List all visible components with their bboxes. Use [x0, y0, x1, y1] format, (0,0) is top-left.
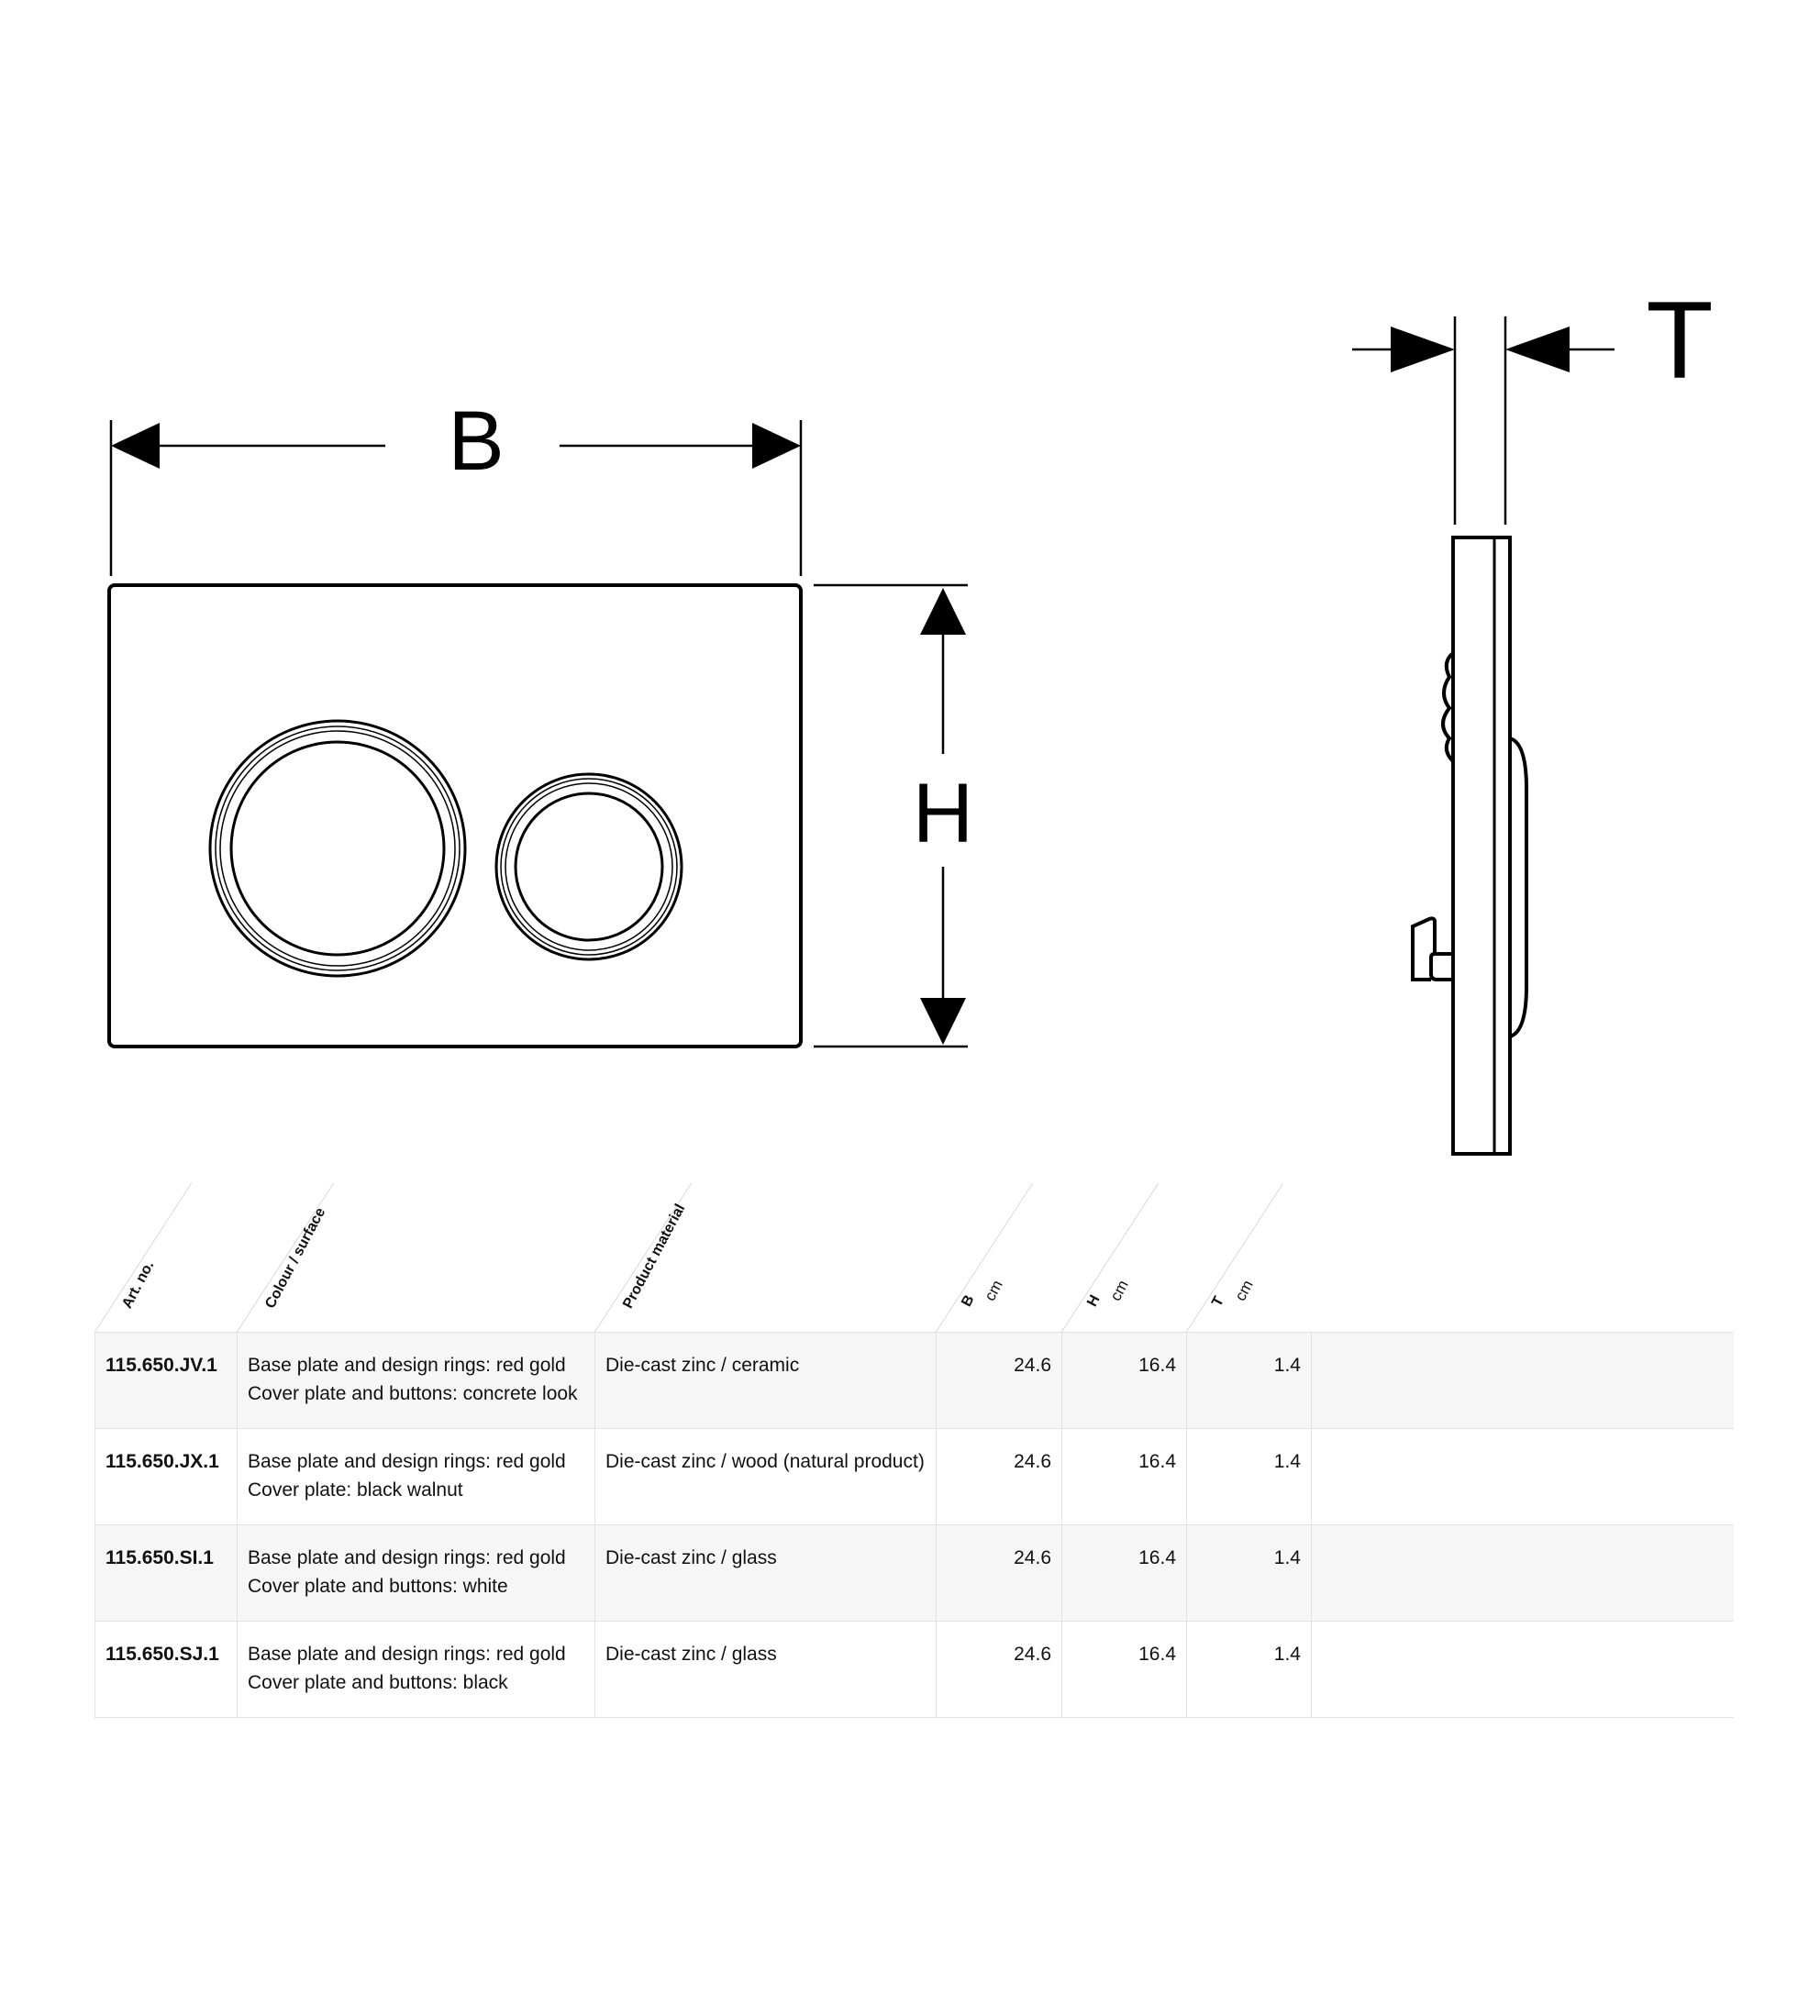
side-view	[1411, 536, 1528, 1156]
cell-art-no: 115.650.JX.1	[94, 1428, 238, 1525]
front-view	[107, 583, 803, 1048]
table-row: 115.650.JV.1 Base plate and design rings…	[94, 1332, 1734, 1429]
cell-b: 24.6	[936, 1428, 1062, 1525]
cell-product-material: Die-cast zinc / ceramic	[594, 1332, 937, 1429]
cell-t: 1.4	[1186, 1621, 1312, 1718]
dimension-t	[1352, 316, 1615, 525]
cell-product-material: Die-cast zinc / glass	[594, 1621, 937, 1718]
spec-table-body: 115.650.JV.1 Base plate and design rings…	[94, 1332, 1734, 1718]
table-row: 115.650.SJ.1 Base plate and design rings…	[94, 1621, 1734, 1718]
cell-h: 16.4	[1061, 1621, 1187, 1718]
cell-product-material: Die-cast zinc / wood (natural product)	[594, 1428, 937, 1525]
cell-b: 24.6	[936, 1621, 1062, 1718]
dimension-b	[109, 420, 803, 576]
spec-table: Art. no. Colour / surface Product materi…	[94, 1183, 1734, 1718]
cell-h: 16.4	[1061, 1332, 1187, 1429]
header-colour-surface: Colour / surface	[262, 1204, 329, 1312]
large-flush-button	[208, 719, 467, 978]
cell-t: 1.4	[1186, 1524, 1312, 1622]
cell-t: 1.4	[1186, 1428, 1312, 1525]
header-t: T	[1209, 1293, 1227, 1310]
header-b: B	[959, 1292, 978, 1310]
cell-h: 16.4	[1061, 1428, 1187, 1525]
dimension-h-label: H	[913, 767, 973, 860]
cell-b: 24.6	[936, 1332, 1062, 1429]
cell-art-no: 115.650.JV.1	[94, 1332, 238, 1429]
header-b-unit: cm	[981, 1277, 1006, 1304]
header-t-unit: cm	[1231, 1277, 1257, 1304]
header-product-material: Product material	[620, 1202, 689, 1312]
cell-empty	[1311, 1524, 1734, 1622]
cell-art-no: 115.650.SJ.1	[94, 1621, 238, 1718]
table-header: Art. no. Colour / surface Product materi…	[94, 1183, 1734, 1332]
header-h-unit: cm	[1106, 1277, 1132, 1304]
table-row: 115.650.SI.1 Base plate and design rings…	[94, 1524, 1734, 1622]
cell-product-material: Die-cast zinc / glass	[594, 1524, 937, 1622]
cell-b: 24.6	[936, 1524, 1062, 1622]
cell-empty	[1311, 1621, 1734, 1718]
dimension-h	[814, 583, 968, 1048]
table-row: 115.650.JX.1 Base plate and design rings…	[94, 1428, 1734, 1525]
dimension-t-label: T	[1646, 279, 1713, 402]
dimension-b-label: B	[448, 394, 504, 488]
cell-h: 16.4	[1061, 1524, 1187, 1622]
cell-art-no: 115.650.SI.1	[94, 1524, 238, 1622]
cell-empty	[1311, 1332, 1734, 1429]
small-flush-button	[494, 772, 683, 961]
technical-drawing: B H T	[107, 279, 1714, 1156]
cell-empty	[1311, 1428, 1734, 1525]
header-h: H	[1084, 1292, 1104, 1310]
cell-t: 1.4	[1186, 1332, 1312, 1429]
